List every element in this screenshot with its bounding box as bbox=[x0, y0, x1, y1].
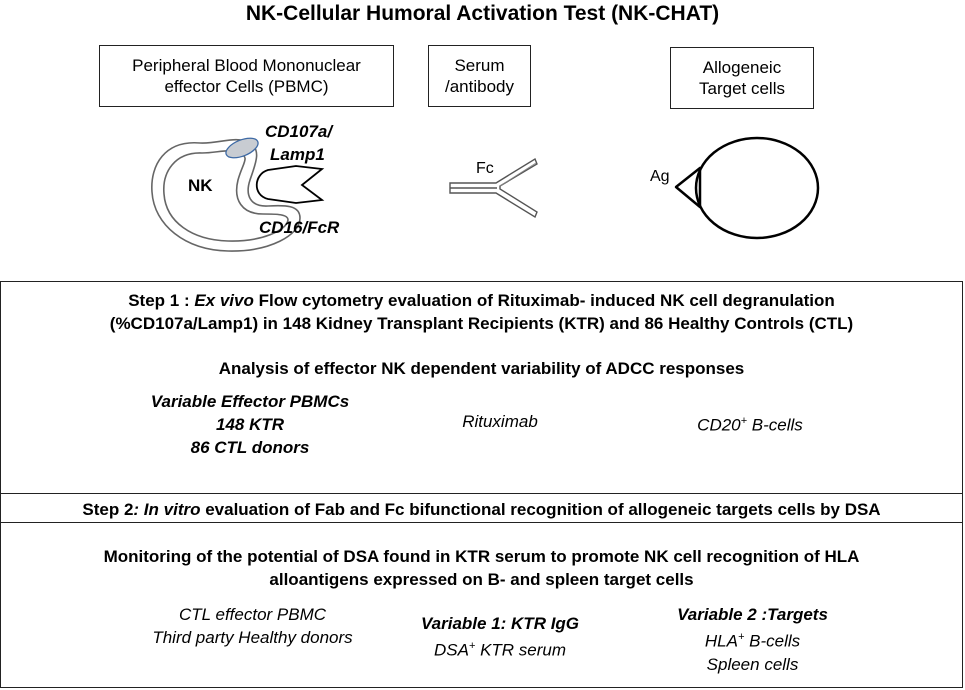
step1-col1-line2: 148 KTR bbox=[215, 415, 285, 434]
step1-heading-italic: Ex vivo bbox=[194, 291, 254, 310]
target-box: Allogeneic Target cells bbox=[670, 47, 814, 109]
step2-col1-line1: CTL effector PBMC bbox=[178, 605, 327, 624]
step1-effector-column: Variable Effector PBMCs 148 KTR 86 CTL d… bbox=[110, 390, 390, 459]
step2-col2-line1: Variable 1: KTR IgG bbox=[420, 614, 580, 633]
step2-col3-sup: + bbox=[737, 631, 745, 643]
step2-heading-italic: : In vitro bbox=[133, 500, 201, 519]
cd16-label: CD16/FcR bbox=[259, 218, 340, 237]
step1-col3-sup: + bbox=[740, 415, 748, 427]
step2-heading-prefix: Step 2 bbox=[82, 500, 134, 519]
cd107a-label-line1: CD107a/ bbox=[265, 122, 334, 141]
serum-box: Serum /antibody bbox=[428, 45, 531, 107]
step2-monitoring: Monitoring of the potential of DSA found… bbox=[0, 545, 963, 591]
step1-heading-line2: (%CD107a/Lamp1) in 148 Kidney Transplant… bbox=[109, 314, 854, 333]
steps-frame bbox=[0, 281, 963, 688]
step2-col3-suffix: B-cells bbox=[744, 631, 801, 651]
cd107a-label-line2: Lamp1 bbox=[270, 145, 325, 164]
cd16-receptor-icon bbox=[255, 165, 325, 204]
serum-box-line2: /antibody bbox=[445, 77, 514, 96]
step1-heading-prefix: Step 1 : bbox=[128, 291, 195, 310]
step2-col1-line2: Third party Healthy donors bbox=[152, 628, 353, 647]
step2-target-column: Variable 2 :Targets HLA+ B-cells Spleen … bbox=[640, 603, 865, 676]
pbmc-box-line1: Peripheral Blood Mononuclear bbox=[132, 56, 361, 75]
target-box-line2: Target cells bbox=[699, 79, 785, 98]
illustration-layer: NK CD107a/ Lamp1 CD16/FcR Fc Ag bbox=[151, 122, 820, 252]
step1-antibody-column: Rituximab bbox=[462, 412, 538, 431]
step2-heading: Step 2: In vitro evaluation of Fab and F… bbox=[0, 498, 963, 521]
step2-col2-prefix: DSA bbox=[433, 640, 469, 660]
step2-effector-column: CTL effector PBMC Third party Healthy do… bbox=[110, 603, 395, 649]
target-box-line1: Allogeneic bbox=[702, 58, 782, 77]
step2-monitor-line2: alloantigens expressed on B- and spleen … bbox=[269, 570, 694, 589]
fc-label: Fc bbox=[476, 160, 494, 177]
step2-col3-prefix: HLA bbox=[704, 631, 738, 651]
target-cell-icon bbox=[674, 136, 820, 240]
cd107a-granule-icon bbox=[225, 137, 259, 159]
step2-heading-divider bbox=[0, 522, 963, 523]
step2-col2-sup: + bbox=[468, 640, 476, 652]
step1-heading: Step 1 : Ex vivo Flow cytometry evaluati… bbox=[0, 289, 963, 335]
step2-col3-line1: Variable 2 :Targets bbox=[677, 605, 828, 624]
step1-target-column: CD20+ B-cells bbox=[650, 410, 850, 437]
step2-col3-line3: Spleen cells bbox=[706, 654, 799, 674]
step2-col3-line2: HLA+ B-cells bbox=[640, 626, 865, 653]
step2-monitor-line1: Monitoring of the potential of DSA found… bbox=[103, 547, 860, 566]
step2-col2-line2: DSA+ KTR serum bbox=[390, 635, 610, 662]
step1-heading-rest: Flow cytometry evaluation of Rituximab- … bbox=[253, 291, 835, 310]
pbmc-box-line2: effector Cells (PBMC) bbox=[164, 77, 329, 96]
antibody-icon bbox=[449, 157, 538, 219]
step1-col1-line3: 86 CTL donors bbox=[190, 438, 310, 457]
nk-label: NK bbox=[188, 176, 213, 195]
step1-col3-prefix: CD20 bbox=[697, 415, 741, 435]
step2-col2-suffix: KTR serum bbox=[475, 640, 567, 660]
step1-col1-line1: Variable Effector PBMCs bbox=[150, 392, 350, 411]
step1-col3-suffix: B-cells bbox=[747, 415, 803, 435]
step1-analysis: Analysis of effector NK dependent variab… bbox=[218, 359, 745, 378]
step2-antibody-column: Variable 1: KTR IgG DSA+ KTR serum bbox=[390, 612, 610, 662]
serum-box-line1: Serum bbox=[454, 56, 505, 75]
step2-heading-rest: evaluation of Fab and Fc bifunctional re… bbox=[200, 500, 881, 519]
step1-bottom-divider bbox=[0, 493, 963, 494]
step1-heading-line1: Step 1 : Ex vivo Flow cytometry evaluati… bbox=[0, 289, 963, 312]
pbmc-box: Peripheral Blood Mononuclear effector Ce… bbox=[99, 45, 394, 107]
ag-label: Ag bbox=[650, 168, 670, 185]
diagram-title: NK-Cellular Humoral Activation Test (NK-… bbox=[245, 2, 720, 25]
